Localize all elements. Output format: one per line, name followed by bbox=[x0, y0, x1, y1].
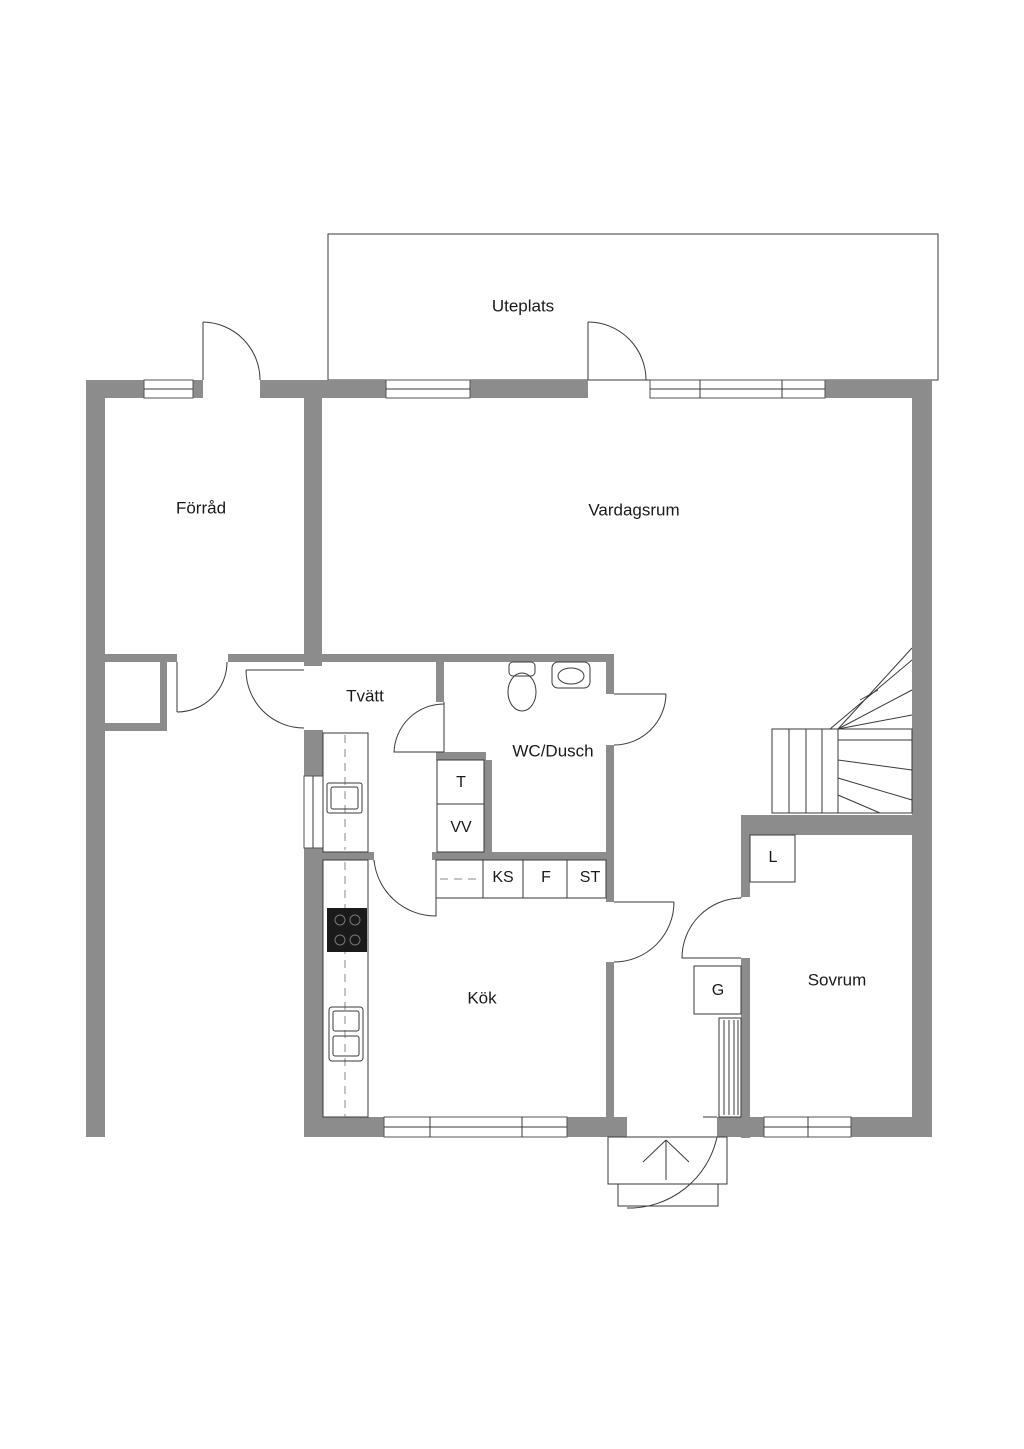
cabinets-t-vv bbox=[436, 759, 485, 853]
room-label-sovrum: Sovrum bbox=[808, 970, 867, 989]
wc-fixtures bbox=[507, 661, 591, 712]
room-label-tvatt: Tvätt bbox=[346, 686, 384, 705]
laundry-counter bbox=[322, 732, 369, 853]
fixture-label-l: L bbox=[769, 849, 778, 866]
room-label-vardagsrum: Vardagsrum bbox=[588, 500, 679, 519]
room-label-uteplats: Uteplats bbox=[492, 296, 554, 315]
fixture-label-ks: KS bbox=[492, 869, 513, 886]
uteplats-outline bbox=[327, 233, 939, 381]
fixture-label-f: F bbox=[541, 869, 551, 886]
fixture-label-vv: VV bbox=[450, 819, 472, 836]
shoe-rack bbox=[718, 1017, 742, 1118]
kitchen-counter bbox=[322, 859, 369, 1118]
staircase bbox=[771, 647, 913, 814]
fixture-label-t: T bbox=[456, 774, 466, 791]
closet-g bbox=[693, 965, 742, 1015]
cabinets-ks-f-st bbox=[435, 859, 607, 899]
windows bbox=[143, 379, 852, 1138]
room-label-wc-dusch: WC/Dusch bbox=[512, 741, 593, 760]
walls bbox=[86, 380, 932, 1138]
room-label-forrad: Förråd bbox=[176, 498, 226, 517]
entrance-steps bbox=[607, 1136, 728, 1207]
fixture-label-st: ST bbox=[580, 869, 601, 886]
fixture-label-g: G bbox=[712, 982, 724, 999]
doors bbox=[176, 321, 742, 1209]
closet-l bbox=[749, 834, 796, 883]
room-label-kok: Kök bbox=[467, 988, 497, 1007]
